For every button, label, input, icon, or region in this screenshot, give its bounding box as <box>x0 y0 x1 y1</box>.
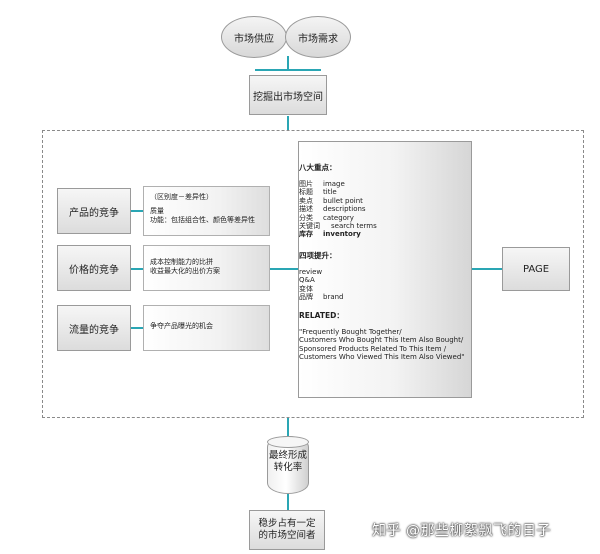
connector-frame-to-cylinder <box>287 418 289 436</box>
section3-title: RELATED： <box>299 311 344 320</box>
connector-ellipses-bar <box>255 69 321 71</box>
product-competition-box: 产品的竞争 <box>57 188 131 234</box>
list-item: Sponsored Products Related To This Item … <box>299 344 447 353</box>
traffic-competition-note: 争夺产品曝光的机会 <box>143 305 270 351</box>
strategy-frame <box>42 130 584 418</box>
market-supply-label: 市场供应 <box>234 33 274 45</box>
market-demand-ellipse: 市场需求 <box>285 16 351 58</box>
connector-cylinder-to-bottom <box>287 494 289 510</box>
list-item: review <box>299 268 323 276</box>
conversion-rate-label: 最终形成转化率 <box>269 450 308 473</box>
connector-comp1-note <box>131 210 143 212</box>
market-share-label: 稳步占有一定的市场空间者 <box>258 518 316 541</box>
zhihu-watermark: 知乎 @那些柳絮飘飞的日子 <box>372 523 551 539</box>
connector-ellipses-to-dig <box>287 56 289 70</box>
traffic-competition-label: 流量的竞争 <box>69 324 119 336</box>
list-item: Customers Who Viewed This Item Also View… <box>299 353 465 362</box>
connector-dig-to-frame <box>287 116 289 130</box>
product-competition-label: 产品的竞争 <box>69 207 119 219</box>
page-box-label: PAGE <box>522 263 550 275</box>
list-item: 变体 <box>299 284 313 293</box>
price-competition-note: 成本控制能力的比拼 收益最大化的出价方案 <box>143 245 270 291</box>
note-line: 收益最大化的出价方案 <box>150 267 220 275</box>
note-line: 质量 <box>150 207 164 215</box>
page-box: PAGE <box>502 247 570 291</box>
connector-comp2-note <box>131 268 143 270</box>
market-share-box: 稳步占有一定的市场空间者 <box>249 510 325 550</box>
traffic-competition-box: 流量的竞争 <box>57 305 131 351</box>
product-competition-note: （区别度－差异性） 质量 功能：包括组合性、颜色等差异性 <box>143 186 270 236</box>
connector-notes-to-page <box>270 268 298 270</box>
price-competition-label: 价格的竞争 <box>69 264 119 276</box>
conversion-rate-cylinder-top <box>267 436 309 448</box>
section1-title: 八大重点： <box>299 163 337 172</box>
market-supply-ellipse: 市场供应 <box>221 16 287 58</box>
price-competition-box: 价格的竞争 <box>57 245 131 291</box>
list-item: "Frequently Bought Together/ <box>299 328 402 336</box>
list-item: Q&A <box>299 276 315 285</box>
connector-page-to-pagebox <box>472 268 502 270</box>
dig-market-space-box: 挖掘出市场空间 <box>249 75 327 115</box>
section2-title: 四项提升： <box>299 251 337 260</box>
note-line: （区别度－差异性） <box>150 193 213 201</box>
section3-list: "Frequently Bought Together/ Customers W… <box>299 328 464 362</box>
market-demand-label: 市场需求 <box>298 33 338 45</box>
connector-comp3-note <box>131 327 143 329</box>
note-line: 争夺产品曝光的机会 <box>150 322 213 330</box>
list-item: Customers Who Bought This Item Also Boug… <box>299 336 464 345</box>
note-line: 成本控制能力的比拼 <box>150 258 213 266</box>
dig-market-space-label: 挖掘出市场空间 <box>253 91 323 103</box>
note-line: 功能：包括组合性、颜色等差异性 <box>150 216 255 224</box>
